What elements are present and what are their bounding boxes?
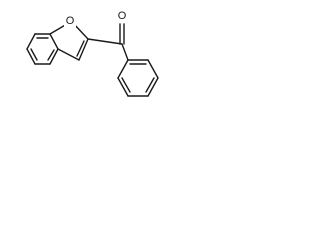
bond [26, 48, 36, 65]
structure-diagram: O O [26, 8, 159, 97]
bond [117, 77, 129, 97]
double-bond-inner [76, 40, 85, 57]
ring-oxygen-label: O [66, 15, 75, 27]
bond [78, 38, 89, 61]
carbonyl-oxygen-label: O [118, 10, 127, 22]
bond [147, 59, 159, 79]
phenyl-ring [117, 59, 159, 97]
bond [49, 48, 59, 65]
double-bond-inner [121, 77, 131, 93]
bond [117, 59, 129, 79]
carbonyl-oxygen-atom: O [116, 8, 128, 22]
bond [147, 77, 159, 97]
double-bond-inner [145, 77, 155, 93]
ring-oxygen-atom: O [64, 13, 76, 27]
bond [26, 33, 36, 50]
furan-ring [49, 22, 89, 61]
bond [121, 43, 129, 61]
bond [87, 38, 123, 45]
benzofuran-benzene-ring [26, 33, 59, 65]
double-bond-inner [47, 49, 55, 61]
bond [57, 48, 80, 61]
bond [49, 33, 59, 50]
carbonyl-linker [87, 23, 129, 61]
double-bond-inner [30, 48, 38, 61]
